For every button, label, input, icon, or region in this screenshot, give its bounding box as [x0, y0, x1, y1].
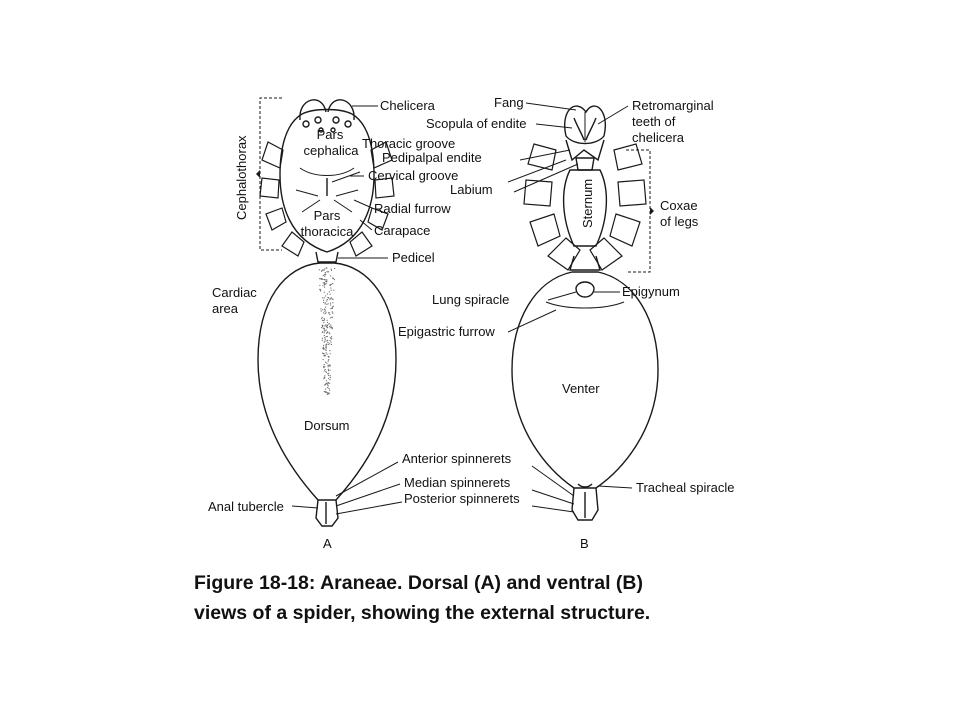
- label-coxae: Coxae: [660, 198, 698, 213]
- label-fang: Fang: [494, 95, 524, 110]
- label-posterior-spinnerets: Posterior spinnerets: [404, 491, 520, 506]
- label-venter: Venter: [562, 381, 600, 396]
- eyes: [302, 116, 352, 133]
- label-retromarginal-3: chelicera: [632, 130, 685, 145]
- ventral-abdomen: [511, 271, 659, 489]
- label-cardiac-area: Cardiac: [212, 285, 257, 300]
- label-cervical-groove: Cervical groove: [368, 168, 458, 183]
- cervical-groove: [299, 167, 355, 176]
- epigynum: [575, 281, 595, 298]
- label-pars-thoracica: Pars: [314, 208, 341, 223]
- label-epigynum: Epigynum: [622, 284, 680, 299]
- coxae-of-legs: [523, 143, 647, 271]
- label-view-b: B: [580, 536, 589, 551]
- label-cephalothorax: Cephalothorax: [234, 135, 249, 220]
- label-labium: Labium: [450, 182, 493, 197]
- dorsal-abdomen: [257, 262, 397, 501]
- label-retromarginal-2: teeth of: [632, 114, 676, 129]
- label-pedicel: Pedicel: [392, 250, 435, 265]
- label-anal-tubercle: Anal tubercle: [208, 499, 284, 514]
- tracheal-spiracle: [577, 483, 593, 488]
- dorsal-view: Chelicera Pars cephalica Thoracic groove…: [208, 97, 520, 551]
- dorsal-spinnerets: [315, 499, 339, 527]
- carapace-outline: [279, 108, 375, 253]
- ventral-spinnerets: [571, 487, 599, 521]
- label-lung-spiracle: Lung spiracle: [432, 292, 509, 307]
- label-pars-cephalica: Pars: [317, 127, 344, 142]
- label-cardiac-area-2: area: [212, 301, 239, 316]
- label-dorsum: Dorsum: [304, 418, 350, 433]
- label-thoracic-groove: Thoracic groove: [362, 136, 455, 151]
- label-pars-cephalica-2: cephalica: [304, 143, 360, 158]
- pedipalpal-endites: [565, 139, 605, 162]
- labium: [575, 157, 595, 171]
- label-view-a: A: [323, 536, 332, 551]
- label-chelicera: Chelicera: [380, 98, 436, 113]
- label-pedipalpal-endite: Pedipalpal endite: [382, 150, 482, 165]
- label-sternum: Sternum: [580, 179, 595, 228]
- label-pars-thoracica-2: thoracica: [301, 224, 355, 239]
- label-anterior-spinnerets: Anterior spinnerets: [402, 451, 512, 466]
- label-epigastric-furrow: Epigastric furrow: [398, 324, 495, 339]
- label-scopula-of-endite: Scopula of endite: [426, 116, 526, 131]
- label-carapace: Carapace: [374, 223, 430, 238]
- caption-line-2: views of a spider, showing the external …: [194, 602, 651, 624]
- figure-caption: Figure 18-18: Araneae. Dorsal (A) and ve…: [194, 568, 834, 628]
- coxae-bracket: [626, 149, 651, 273]
- label-coxae-2: of legs: [660, 214, 699, 229]
- label-retromarginal: Retromarginal: [632, 98, 714, 113]
- cardiac-area-stipple: [318, 267, 336, 396]
- label-median-spinnerets: Median spinnerets: [404, 475, 511, 490]
- label-tracheal-spiracle: Tracheal spiracle: [636, 480, 735, 495]
- caption-line-1: Figure 18-18: Araneae. Dorsal (A) and ve…: [194, 572, 643, 594]
- epigastric-furrow: [545, 301, 625, 309]
- pedicel: [315, 251, 339, 263]
- fangs: [573, 117, 597, 141]
- label-radial-furrow: Radial furrow: [374, 201, 451, 216]
- ventral-view: Fang Scopula of endite Retromarginal tee…: [398, 95, 735, 551]
- sternum: [562, 169, 608, 247]
